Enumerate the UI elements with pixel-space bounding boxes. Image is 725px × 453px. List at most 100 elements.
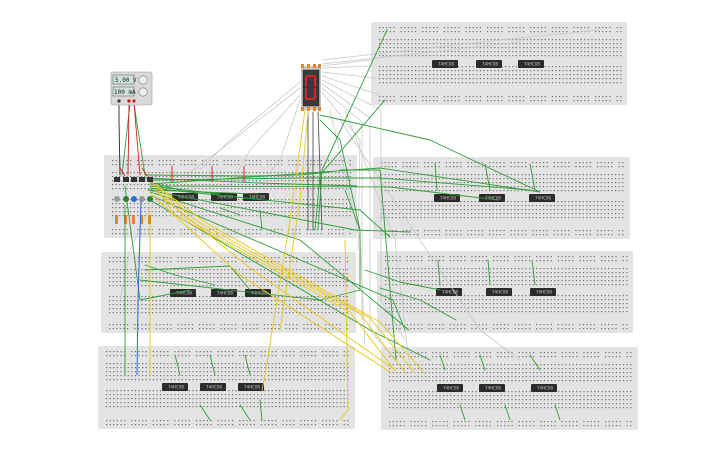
gray-wire[interactable] [321,71,377,79]
red-lead[interactable] [133,102,141,176]
logic-chip[interactable]: 74HC08 [211,289,237,297]
red-jumper[interactable] [141,167,148,177]
green-wire[interactable] [529,163,536,191]
green-wire[interactable] [504,404,511,421]
logic-chip[interactable]: 74HC08 [486,288,512,296]
logic-chip[interactable]: 74HC08 [530,288,556,296]
logic-chip[interactable]: 74HC08 [434,194,460,202]
green-wire[interactable] [199,404,211,421]
yellow-wire[interactable] [279,111,309,331]
switch-body[interactable] [139,177,145,182]
green-wire[interactable] [124,185,191,301]
gray-wire[interactable] [321,41,521,65]
logic-chip[interactable]: 74HC08 [436,288,462,296]
green-wire[interactable] [149,181,187,193]
gray-wire[interactable] [199,81,301,171]
gray-wire[interactable] [321,59,372,67]
green-wire[interactable] [364,269,441,291]
logic-chip[interactable]: 74HC08 [238,383,264,391]
gray-wire[interactable] [321,29,601,61]
green-wire[interactable] [439,354,446,371]
green-wire[interactable] [239,404,251,421]
switch-body[interactable] [131,177,137,182]
switch-body[interactable] [147,177,153,182]
green-wire[interactable] [531,259,536,286]
breadboard[interactable]: 74HC08 74HC08 74HC08 [377,251,633,333]
gray-wire[interactable] [259,99,301,186]
current-knob[interactable] [138,87,148,97]
green-wire[interactable] [319,114,541,193]
switch-body[interactable] [114,177,120,182]
green-wire[interactable] [339,169,397,361]
green-wire[interactable] [317,29,388,231]
gray-wire[interactable] [321,91,361,251]
red-lead[interactable] [127,102,130,176]
logic-chip[interactable]: 74HC08 [162,383,188,391]
breadboard[interactable]: 74HC08 74HC08 74HC08 [373,157,630,239]
green-wire[interactable] [259,209,263,231]
green-wire[interactable] [479,354,486,371]
logic-chip[interactable]: 74HC08 [432,60,458,68]
yellow-wire[interactable] [151,181,396,372]
positive-terminal[interactable] [132,99,136,103]
negative-terminal[interactable] [127,99,131,103]
green-wire[interactable] [149,167,541,193]
logic-chip[interactable]: 74HC08 [529,194,555,202]
red-jumper[interactable] [119,167,126,177]
gray-wire[interactable] [119,185,161,301]
logic-chip[interactable]: 74HC08 [437,384,463,392]
green-wire[interactable] [459,404,466,421]
blue-wire[interactable] [136,199,142,376]
power-supply[interactable]: 5.00 V 100 mA [110,71,153,106]
green-wire[interactable] [149,187,391,238]
breadboard[interactable]: 74HC08 74HC08 74HC08 [371,22,627,105]
logic-chip[interactable]: 74HC08 [479,194,505,202]
gray-wire[interactable] [179,87,301,181]
green-wire[interactable] [437,259,441,286]
gray-wire[interactable] [339,119,521,361]
green-wire[interactable] [484,163,491,191]
green-wire[interactable] [151,195,406,331]
yellow-wire[interactable] [149,192,391,373]
green-wire[interactable] [379,287,457,321]
green-wire[interactable] [529,354,541,371]
green-wire[interactable] [344,189,361,291]
green-wire[interactable] [133,103,146,176]
logic-chip[interactable]: 74HC08 [243,193,269,201]
green-wire[interactable] [154,185,499,201]
green-wire[interactable] [149,199,431,361]
green-wire[interactable] [149,191,410,331]
logic-chip[interactable]: 74HC08 [200,383,226,391]
green-wire[interactable] [174,354,181,376]
green-wire[interactable] [259,399,263,421]
logic-chip[interactable]: 74HC08 [476,60,502,68]
switch[interactable] [114,196,120,202]
logic-chip[interactable]: 74HC08 [518,60,544,68]
gray-wire[interactable] [321,83,396,361]
green-wire[interactable] [244,354,251,376]
ground-terminal[interactable] [117,99,121,103]
green-wire[interactable] [144,264,216,286]
led-green[interactable] [147,196,153,202]
switch[interactable] [139,196,145,202]
green-wire[interactable] [149,185,221,195]
dark-wire[interactable] [317,111,323,231]
green-wire[interactable] [219,207,241,216]
led-blue[interactable] [131,196,137,202]
green-wire[interactable] [209,354,216,376]
logic-chip[interactable]: 74HC08 [479,384,505,392]
yellow-wire[interactable] [154,183,406,373]
yellow-wire[interactable] [339,239,349,421]
gray-wire[interactable] [229,94,301,186]
green-wire[interactable] [554,404,561,421]
green-wire[interactable] [487,259,491,286]
gray-wire[interactable] [321,65,373,69]
seven-segment-display[interactable] [301,64,321,111]
green-wire[interactable] [147,189,411,233]
green-wire[interactable] [149,189,259,195]
gray-wire[interactable] [321,87,363,321]
voltage-knob[interactable] [138,75,148,85]
